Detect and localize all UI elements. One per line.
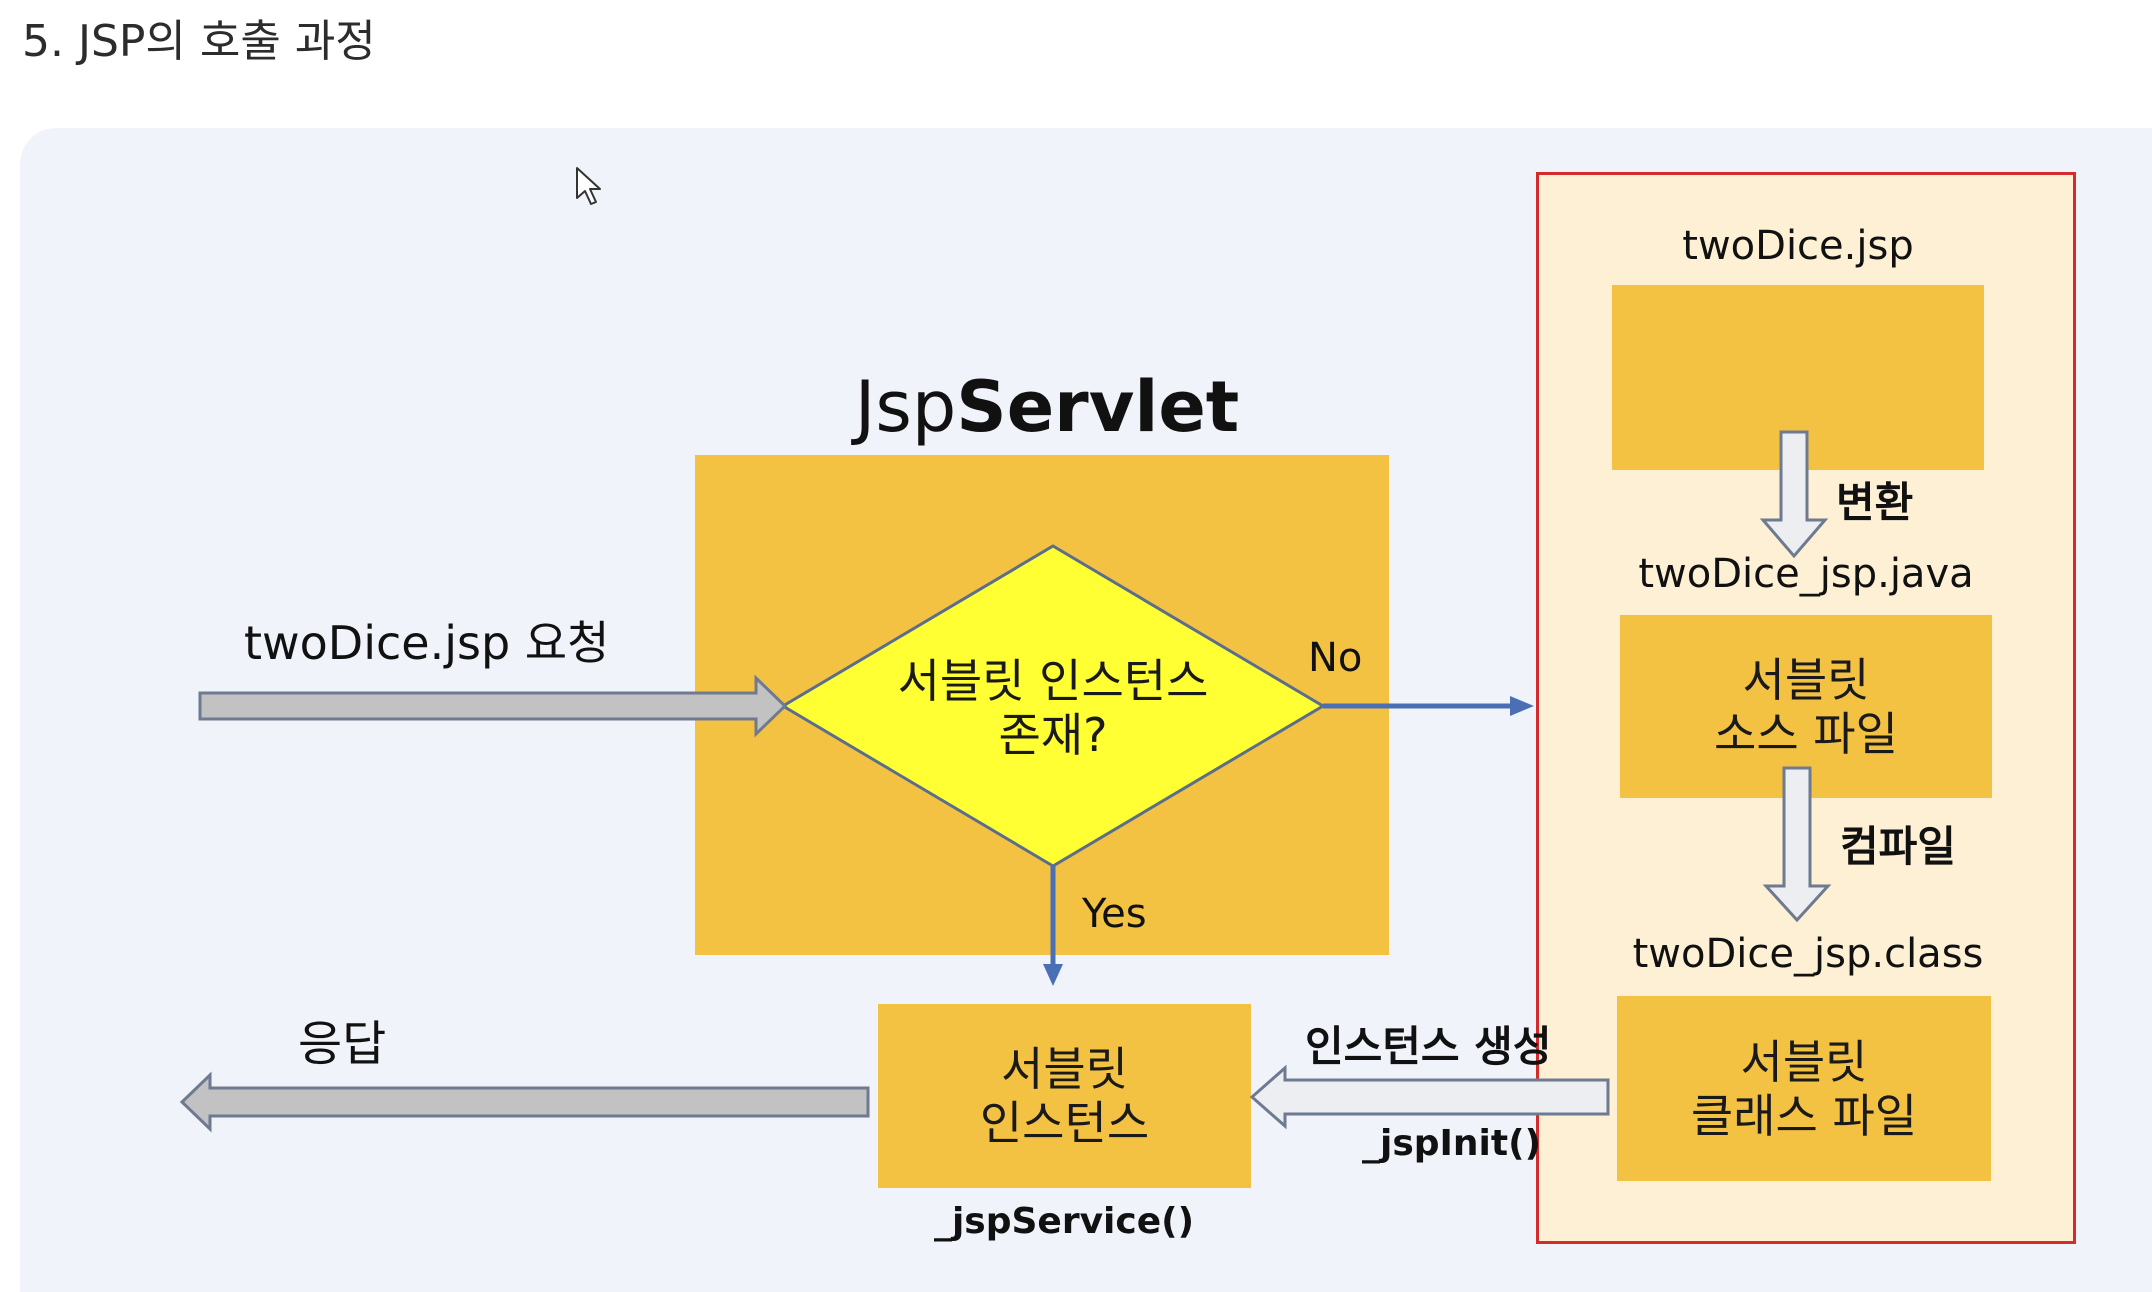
servlet-source-line-1: 서블릿	[1742, 652, 1870, 707]
servlet-source-line-2: 소스 파일	[1714, 706, 1898, 761]
servlet-class-text: 서블릿 클래스 파일	[1617, 996, 1991, 1181]
request-arrow	[198, 674, 788, 738]
response-label: 응답	[298, 1016, 387, 1072]
servlet-class-line-1: 서블릿	[1740, 1034, 1868, 1089]
servlet-source-text: 서블릿 소스 파일	[1620, 615, 1992, 798]
compile-arrow	[1762, 766, 1832, 923]
yes-label: Yes	[1082, 891, 1147, 937]
no-label: No	[1308, 635, 1363, 681]
jsp-servlet-title-regular: Jsp	[854, 366, 957, 448]
response-arrow	[179, 1071, 870, 1133]
servlet-instance-line-2: 인스턴스	[979, 1096, 1150, 1150]
convert-arrow	[1759, 430, 1829, 559]
create-instance-label: 인스턴스 생성	[1305, 1022, 1552, 1071]
servlet-class-box	[1617, 996, 1991, 1181]
jsp-file-label: twoDice.jsp	[1682, 223, 1914, 269]
class-file-label: twoDice_jsp.class	[1632, 931, 1984, 977]
jsp-servlet-title-bold: Servlet	[956, 366, 1240, 448]
jsp-service-label: _jspService()	[933, 1201, 1195, 1242]
create-instance-arrow	[1249, 1064, 1610, 1130]
request-label: twoDice.jsp 요청	[244, 616, 610, 670]
yes-arrow-head	[1043, 964, 1063, 986]
decision-text: 서블릿 인스턴스 존재?	[853, 646, 1253, 770]
servlet-class-line-2: 클래스 파일	[1690, 1088, 1918, 1143]
java-file-label: twoDice_jsp.java	[1638, 551, 1974, 597]
convert-label: 변환	[1836, 478, 1914, 527]
no-arrow-head	[1510, 696, 1534, 716]
compile-label: 컴파일	[1840, 822, 1956, 871]
decision-line-2: 존재?	[998, 708, 1108, 762]
jsp-servlet-title: JspServlet	[855, 372, 1240, 442]
servlet-instance-box	[878, 1004, 1251, 1188]
jsp-init-label: _jspInit()	[1362, 1123, 1542, 1164]
decision-line-1: 서블릿 인스턴스	[897, 654, 1209, 708]
servlet-instance-text: 서블릿 인스턴스	[878, 1004, 1251, 1188]
page-title: 5. JSP의 호출 과정	[22, 16, 376, 67]
servlet-instance-line-1: 서블릿	[1001, 1042, 1128, 1096]
